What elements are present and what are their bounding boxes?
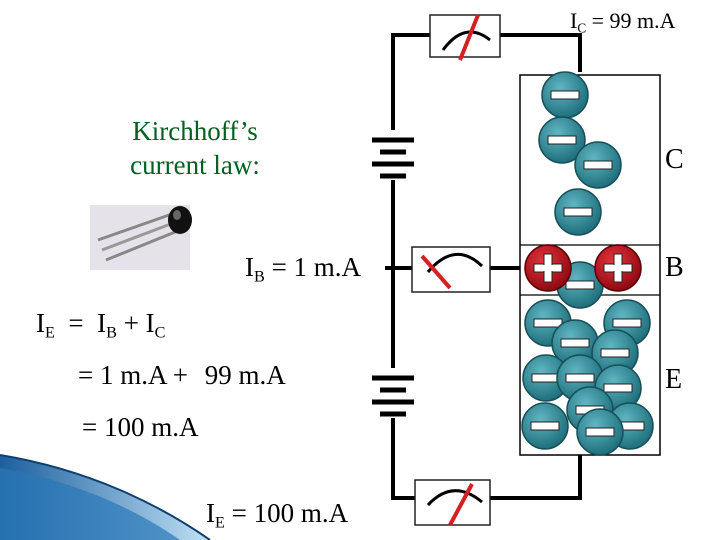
hole-plus-icon bbox=[524, 244, 572, 292]
eq-ie-subscript: E bbox=[45, 323, 55, 342]
eq-plus: + bbox=[123, 308, 139, 338]
ib-symbol: I bbox=[245, 252, 254, 282]
electron-minus-icon bbox=[541, 71, 589, 119]
battery-icon bbox=[372, 137, 414, 179]
electron-minus-icon bbox=[538, 116, 586, 164]
ic-label: IC = 99 m.A bbox=[570, 8, 676, 35]
transistor-photo bbox=[90, 205, 192, 270]
ammeter-icon bbox=[414, 479, 491, 526]
region-label-emitter: E bbox=[665, 364, 683, 395]
electron-minus-icon bbox=[574, 141, 622, 189]
eq-ie-symbol: I bbox=[36, 308, 45, 338]
eq-ic-subscript: C bbox=[154, 323, 166, 342]
equation-line-1: IE = IB + IC bbox=[36, 308, 165, 341]
ie-symbol: I bbox=[206, 498, 215, 528]
electron-minus-icon bbox=[576, 408, 624, 456]
eq-line-2-left: = 1 m.A + bbox=[78, 360, 188, 390]
eq-ic-symbol: I bbox=[145, 308, 155, 338]
ic-value: = 99 m.A bbox=[591, 8, 676, 33]
hole-plus-icon bbox=[594, 244, 642, 292]
region-label-base: B bbox=[665, 252, 684, 283]
battery-icon bbox=[372, 375, 414, 417]
ammeter-icon bbox=[411, 246, 491, 293]
equation-line-2: = 1 m.A + 99 m.A bbox=[78, 362, 286, 389]
eq-ib-symbol: I bbox=[97, 308, 107, 338]
region-label-collector: C bbox=[665, 144, 684, 175]
decorative-ribbon bbox=[0, 454, 211, 540]
ib-label: IB = 1 m.A bbox=[245, 252, 362, 285]
ib-subscript: B bbox=[254, 267, 265, 286]
eq-line-2-right: 99 m.A bbox=[204, 360, 286, 390]
electron-minus-icon bbox=[521, 402, 569, 450]
ic-symbol: I bbox=[570, 8, 578, 33]
ic-subscript: C bbox=[577, 20, 587, 36]
ie-subscript: E bbox=[215, 513, 225, 532]
title-line-1: Kirchhoff’s bbox=[132, 116, 258, 146]
ie-value: = 100 m.A bbox=[231, 498, 349, 528]
ib-value: = 1 m.A bbox=[271, 252, 362, 282]
ie-label: IE = 100 m.A bbox=[206, 498, 349, 531]
equation-line-3: = 100 m.A bbox=[82, 412, 199, 442]
eq-equals: = bbox=[68, 308, 84, 338]
ammeter-icon bbox=[429, 14, 501, 61]
eq-ib-subscript: B bbox=[106, 323, 117, 342]
circuit-wires bbox=[385, 33, 582, 500]
page-title: Kirchhoff’s current law: bbox=[100, 115, 290, 183]
electron-minus-icon bbox=[554, 188, 602, 236]
title-line-2: current law: bbox=[130, 149, 260, 180]
